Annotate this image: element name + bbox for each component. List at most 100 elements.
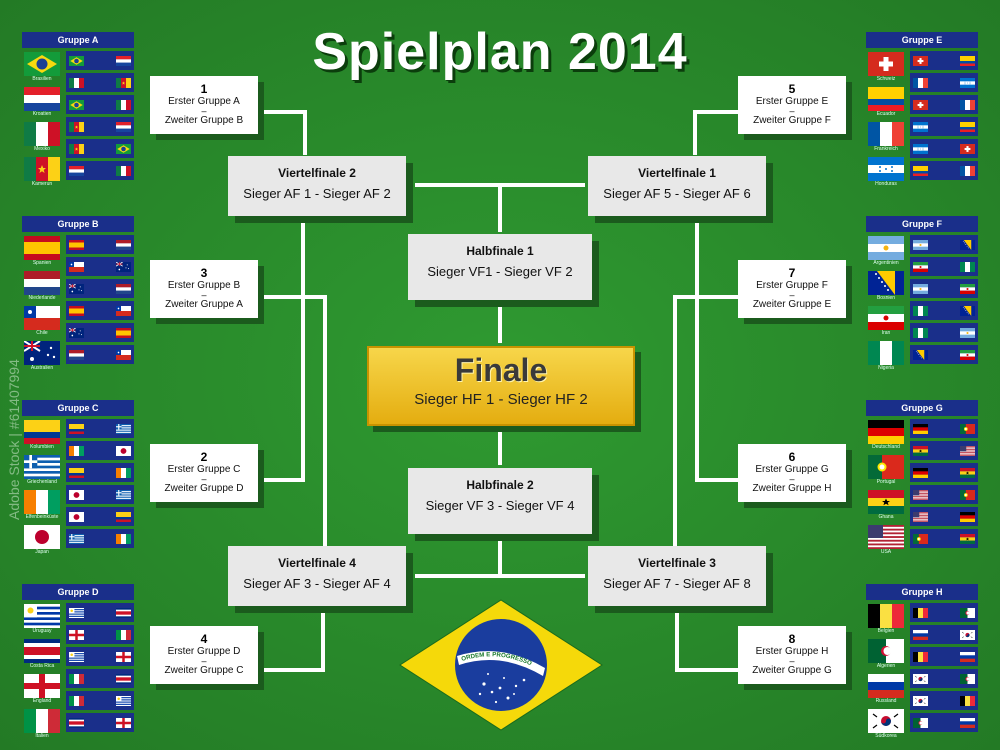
match-row [910,441,978,460]
team-label: Algerien [876,663,896,669]
flag-algeria-icon [960,673,975,684]
slot-team-2: Zweiter Gruppe A [165,299,243,310]
flag-belgium-icon [960,695,975,706]
team-label: Kroatien [32,111,52,117]
flag-england-icon [116,717,131,728]
flag-usa-icon [960,445,975,456]
match-row [66,345,134,364]
flag-portugal-icon [913,533,928,544]
flag-ivory-icon [69,445,84,456]
flag-brazil-icon [69,99,84,110]
match-row [910,51,978,70]
flag-mexico-icon [116,165,131,176]
match-row [66,139,134,158]
flag-uruguay-icon [24,604,60,628]
slot-dash: – [201,474,207,484]
flag-netherlands-icon [116,283,131,294]
flag-portugal-icon [960,489,975,500]
flag-australia-icon [69,283,84,294]
round16-slot-4: 4 Erster Gruppe D – Zweiter Gruppe C [150,626,258,684]
match-row [910,713,978,732]
flag-costarica-icon [69,717,84,728]
team-label: Kamerun [31,181,53,187]
match-row [910,235,978,254]
flag-argentina-icon [913,283,928,294]
flag-costarica-icon [24,639,60,663]
flag-italy-icon [69,695,84,706]
match-row [910,669,978,688]
match-row [910,485,978,504]
flag-switzerland-icon [868,52,904,76]
flag-uruguay-icon [69,651,84,662]
flag-ecuador-icon [960,55,975,66]
flag-bosnia-icon [960,239,975,250]
flag-colombia-icon [69,423,84,434]
round-title: Halbfinale 2 [466,478,534,492]
match-row [66,51,134,70]
flag-mexico-icon [116,99,131,110]
flag-colombia-icon [24,420,60,444]
flag-japan-icon [69,489,84,500]
flag-england-icon [116,651,131,662]
flag-cameroon-icon [116,77,131,88]
flag-iran-icon [913,261,928,272]
round16-slot-8: 8 Erster Gruppe H – Zweiter Gruppe G [738,626,846,684]
finale-box: Finale Sieger HF 1 - Sieger HF 2 [367,346,635,426]
flag-chile-icon [69,261,84,272]
flag-greece-icon [24,455,60,479]
flag-ecuador-icon [913,165,928,176]
flag-france-icon [868,122,904,146]
team-label: USA [880,549,892,555]
flag-russia-icon [868,674,904,698]
flag-ghana-icon [960,533,975,544]
team-label: Schweiz [876,76,896,82]
page-title: Spielplan 2014 [312,23,688,81]
team-label: Griechenland [27,479,57,485]
flag-australia-icon [24,341,60,365]
flag-cameroon-icon [69,143,84,154]
match-row [910,161,978,180]
match-row [910,73,978,92]
flag-netherlands-icon [116,239,131,250]
slot-team-2: Zweiter Gruppe H [752,483,832,494]
team-label: Iran [881,330,891,336]
slot-number: 1 [200,82,208,96]
team-label: England [32,698,52,704]
match-row [66,485,134,504]
match-row [66,161,134,180]
slot-dash: – [789,106,795,116]
round16-slot-7: 7 Erster Gruppe F – Zweiter Gruppe E [738,260,846,318]
flag-bosnia-icon [868,271,904,295]
flag-brazil-icon [116,143,131,154]
flag-ghana-icon [960,467,975,478]
slot-dash: – [789,290,795,300]
flag-russia-icon [913,629,928,640]
flag-japan-icon [24,525,60,549]
match-row [910,257,978,276]
match-row [66,669,134,688]
flag-germany-icon [960,511,975,522]
team-label: Italien [35,733,49,739]
match-row [910,95,978,114]
match-row [66,603,134,622]
flag-russia-icon [960,651,975,662]
slot-number: 5 [788,82,796,96]
flag-colombia-icon [116,511,131,522]
flag-algeria-icon [960,607,975,618]
flag-algeria-icon [868,639,904,663]
team-label: Belgien [877,628,895,634]
slot-dash: – [201,106,207,116]
round16-slot-1: 1 Erster Gruppe A – Zweiter Gruppe B [150,76,258,134]
flag-brazil-icon [24,52,60,76]
flag-ivory-icon [24,490,60,514]
slot-team-1: Erster Gruppe D [167,646,241,657]
group-header: Gruppe E [866,32,978,48]
flag-greece-icon [116,423,131,434]
team-label: Ghana [878,514,894,520]
flag-ghana-icon [913,445,928,456]
match-row [66,257,134,276]
team-label: Niederlande [28,295,56,301]
